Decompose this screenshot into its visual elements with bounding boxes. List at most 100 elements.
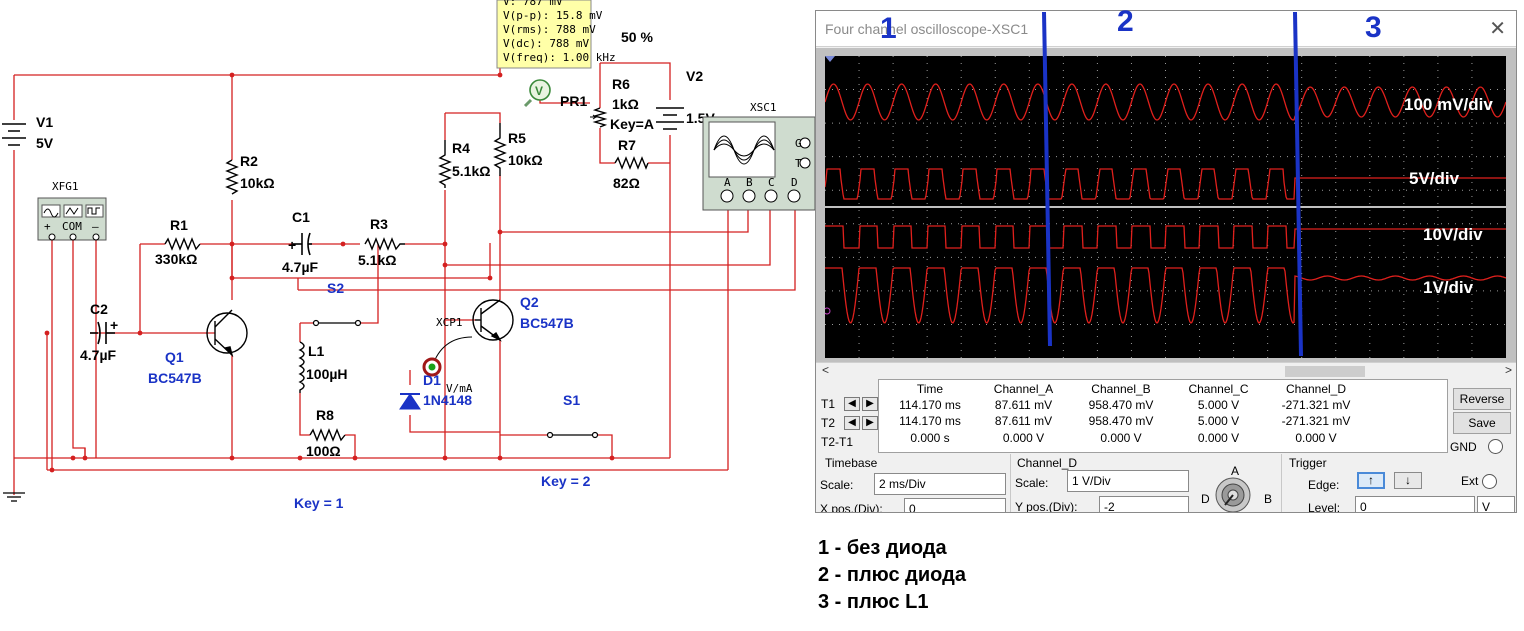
col-channel-a: Channel_A <box>993 382 1054 396</box>
xsc1-pin-c: C <box>768 176 775 189</box>
x-position-input[interactable]: 0 <box>904 498 1006 512</box>
trigger-marker-icon <box>825 56 835 62</box>
col-channel-c: Channel_C <box>1188 382 1249 396</box>
potentiometer-r6[interactable] <box>592 107 608 128</box>
r3-name: R3 <box>370 216 388 232</box>
timebase-scale-input[interactable]: 2 ms/Div <box>874 473 1006 495</box>
r8-value: 100Ω <box>306 443 341 459</box>
channel-c-scale-label: 10V/div <box>1423 225 1483 244</box>
trace-channel-a <box>825 83 1506 121</box>
resistor-r8[interactable] <box>309 428 346 442</box>
resistor-r2[interactable] <box>225 159 239 195</box>
scope-grid <box>825 56 1506 358</box>
t1-left-arrow-icon[interactable]: ◀ <box>844 397 860 411</box>
channel-b-scale-label: 5V/div <box>1409 169 1460 188</box>
knob-label-d: D <box>1201 492 1210 506</box>
capacitor-c2[interactable] <box>90 321 115 345</box>
cursor-readout: T1 ◀ ▶ T2 ◀ ▶ T2-T1 Time Channel_A Chann… <box>816 379 1516 454</box>
pot-wiper-arrow <box>590 114 598 120</box>
capacitor-c1[interactable] <box>293 232 312 256</box>
s2-key: Key = 1 <box>294 495 344 511</box>
voltage-probe-icon[interactable]: V <box>523 79 551 108</box>
trace-channel-c <box>825 225 1506 249</box>
t2-right-arrow-icon[interactable]: ▶ <box>862 416 878 430</box>
oscilloscope-window[interactable]: Four channel oscilloscope-XSC1 ✕ 100 mV/… <box>815 10 1517 513</box>
t2-channel-c: 5.000 V <box>1197 414 1240 428</box>
resistor-r7[interactable] <box>614 156 649 170</box>
t2-left-arrow-icon[interactable]: ◀ <box>844 416 860 430</box>
y-position-input[interactable]: -2 <box>1099 496 1189 512</box>
c2-name: C2 <box>90 301 108 317</box>
reverse-button[interactable]: Reverse <box>1453 388 1511 410</box>
r4-name: R4 <box>452 140 470 156</box>
scope-controls: Timebase Scale: 2 ms/Div X pos.(Div): 0 … <box>816 454 1516 513</box>
transistor-q2[interactable] <box>472 299 514 342</box>
probe-line-0: V: 787 mV <box>503 0 563 8</box>
channel-scale-input[interactable]: 1 V/Div <box>1067 470 1189 492</box>
function-generator-xfg1[interactable] <box>37 197 107 241</box>
falling-edge-icon[interactable]: ↓ <box>1394 472 1422 489</box>
save-button[interactable]: Save <box>1453 412 1511 434</box>
ground-symbol <box>3 492 25 502</box>
rising-edge-icon[interactable]: ↑ <box>1357 472 1385 489</box>
probe-line-2: V(rms): 788 mV <box>503 23 596 36</box>
q1-name: Q1 <box>165 349 184 365</box>
scroll-right-icon[interactable]: > <box>1504 363 1512 377</box>
scroll-left-icon[interactable]: < <box>822 363 830 377</box>
r7-value: 82Ω <box>613 175 640 191</box>
t2-channel-d: -271.321 mV <box>1281 414 1351 428</box>
resistor-r5[interactable] <box>493 123 507 176</box>
switch-s1[interactable] <box>546 431 599 439</box>
wires <box>13 62 796 495</box>
close-icon[interactable]: ✕ <box>1489 18 1506 40</box>
gnd-radio[interactable] <box>1488 439 1503 454</box>
channel-d-marker-icon <box>825 307 831 315</box>
scope-screen[interactable]: 100 mV/div 5V/div 10V/div 1V/div <box>825 56 1506 358</box>
inductor-l1[interactable] <box>298 341 305 393</box>
gnd-label: GND <box>1450 440 1477 454</box>
xfg1-pin-plus: + <box>44 220 51 233</box>
c1-name: C1 <box>292 209 310 225</box>
edge-label: Edge: <box>1308 478 1340 492</box>
trigger-level-unit[interactable]: V <box>1477 496 1515 512</box>
t1-channel-a: 87.611 mV <box>994 398 1053 412</box>
battery-v2[interactable] <box>656 107 684 130</box>
transistor-q1[interactable] <box>206 309 248 358</box>
x-position-label: X pos.(Div): <box>820 502 883 513</box>
legend-line-2: 2 - плюс диода <box>818 564 966 586</box>
t1-right-arrow-icon[interactable]: ▶ <box>862 397 878 411</box>
annotation-marker-2: 2 <box>1117 5 1134 38</box>
battery-v1[interactable] <box>2 123 26 146</box>
r2-name: R2 <box>240 153 258 169</box>
trigger-level-input[interactable]: 0 <box>1355 496 1475 512</box>
v1-name: V1 <box>36 114 53 130</box>
v2-name: V2 <box>686 68 703 84</box>
resistor-r3[interactable] <box>364 237 405 251</box>
s1-key: Key = 2 <box>541 473 591 489</box>
r1-name: R1 <box>170 217 188 233</box>
xfg1-pin-minus: – <box>92 220 99 233</box>
col-channel-d: Channel_D <box>1285 382 1347 396</box>
circuit-schematic: V1 5V XFG1 + COM – R1 330kΩ R2 10kΩ C1 +… <box>2 0 815 511</box>
r1-value: 330kΩ <box>155 251 197 267</box>
diode-d1[interactable] <box>399 393 421 410</box>
r4-value: 5.1kΩ <box>452 163 490 179</box>
ext-radio[interactable] <box>1482 474 1497 489</box>
xsc1-pin-d: D <box>791 176 798 189</box>
c1-plus: + <box>288 237 296 253</box>
window-title-bar[interactable]: Four channel oscilloscope-XSC1 ✕ <box>816 11 1516 47</box>
horizontal-scrollbar[interactable]: < > <box>816 362 1516 379</box>
switch-s2[interactable] <box>312 319 362 327</box>
current-probe-xcp1[interactable] <box>422 336 473 377</box>
xsc1-pin-t: T <box>795 157 802 170</box>
junctions <box>44 72 615 473</box>
r7-name: R7 <box>618 137 636 153</box>
resistor-r4[interactable] <box>438 140 452 188</box>
oscilloscope-xsc1[interactable] <box>702 116 815 211</box>
channel-select-knob[interactable] <box>1214 476 1252 513</box>
scope-screen-frame: 100 mV/div 5V/div 10V/div 1V/div <box>816 48 1516 362</box>
xfg1-name: XFG1 <box>52 180 79 193</box>
svg-text:V: V <box>535 84 543 98</box>
resistor-r1[interactable] <box>164 237 201 251</box>
scrollbar-thumb[interactable] <box>1285 366 1365 377</box>
